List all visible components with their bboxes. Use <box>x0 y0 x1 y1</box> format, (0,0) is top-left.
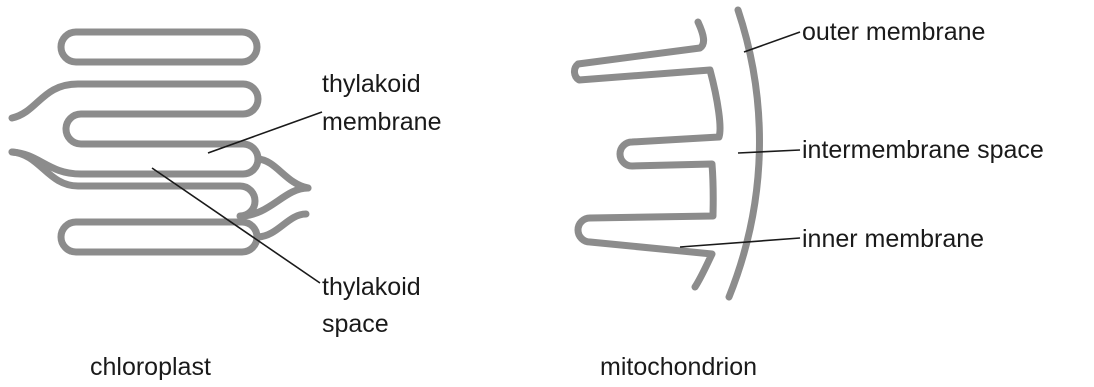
mitochondrion-drawing <box>574 10 759 297</box>
outer-membrane <box>729 10 759 297</box>
thylakoid-top <box>61 32 257 62</box>
leader-inner-membrane <box>680 238 800 247</box>
label-intermembrane-space: intermembrane space <box>802 136 1044 164</box>
thylakoid-membrane-branch <box>258 159 308 188</box>
caption-mitochondrion: mitochondrion <box>600 353 757 381</box>
leader-thylakoid-membrane <box>208 112 322 153</box>
label-thylakoid-membrane-line1: thylakoid <box>322 70 421 98</box>
thylakoid-membrane-upper <box>12 84 258 174</box>
leader-intermembrane-space <box>738 150 800 153</box>
caption-chloroplast: chloroplast <box>90 353 211 381</box>
label-thylakoid-membrane: thylakoid membrane <box>322 70 442 136</box>
label-thylakoid-space: thylakoid space <box>322 273 428 338</box>
label-thylakoid-space-line2: space <box>322 310 389 338</box>
thylakoid-membrane-branch-bottom <box>258 214 306 237</box>
label-thylakoid-space-line1: thylakoid <box>322 273 421 301</box>
inner-membrane <box>574 22 720 287</box>
label-outer-membrane: outer membrane <box>802 18 985 46</box>
label-thylakoid-membrane-line2: membrane <box>322 108 442 136</box>
leader-outer-membrane <box>744 32 800 52</box>
label-inner-membrane: inner membrane <box>802 225 984 253</box>
chloroplast-drawing <box>12 32 308 252</box>
thylakoid-bottom <box>61 222 257 252</box>
